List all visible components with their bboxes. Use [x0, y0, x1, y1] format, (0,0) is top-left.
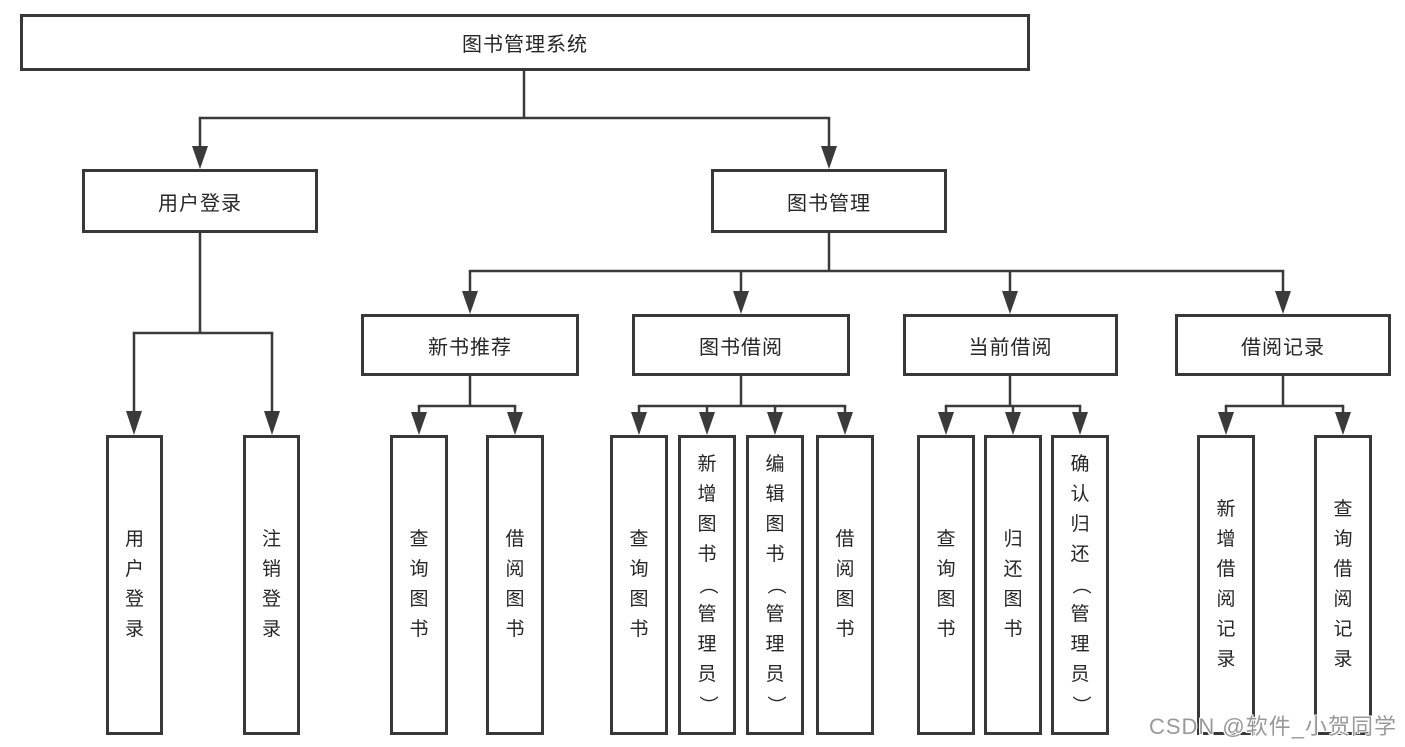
node-leaf-user-login: 用户登录	[106, 435, 163, 735]
connector-bookborrow-to-leaves	[631, 375, 853, 435]
connector-newbooks-to-leaves	[411, 375, 523, 435]
node-book-borrowing: 图书借阅	[632, 314, 850, 376]
node-root-library-system: 图书管理系统	[20, 14, 1030, 71]
node-leaf-logout: 注销登录	[243, 435, 300, 735]
connector-userlogin-to-leaves	[126, 232, 280, 435]
node-new-book-recommend: 新书推荐	[361, 314, 579, 376]
node-leaf-query-borrow-record: 查询借阅记录	[1314, 435, 1372, 735]
node-book-management: 图书管理	[711, 169, 947, 233]
node-leaf-add-book-admin: 新增图书（管理员）	[678, 435, 736, 735]
node-current-borrowing: 当前借阅	[903, 314, 1118, 376]
node-leaf-edit-book-admin: 编辑图书（管理员）	[746, 435, 804, 735]
node-leaf-query-books-3: 查询图书	[917, 435, 975, 735]
node-borrowing-records: 借阅记录	[1175, 314, 1391, 376]
node-leaf-borrow-books-2: 借阅图书	[816, 435, 874, 735]
connector-root-to-level2	[192, 70, 837, 169]
connector-borrowrecords-to-leaves	[1218, 375, 1351, 435]
node-leaf-query-books-1: 查询图书	[390, 435, 448, 735]
connector-bookmgmt-to-level3	[462, 232, 1291, 314]
node-leaf-borrow-books-1: 借阅图书	[486, 435, 544, 735]
node-leaf-add-borrow-record: 新增借阅记录	[1197, 435, 1255, 735]
node-leaf-confirm-return-admin: 确认归还（管理员）	[1051, 435, 1109, 735]
node-leaf-query-books-2: 查询图书	[610, 435, 668, 735]
connector-currentborrow-to-leaves	[938, 375, 1088, 435]
node-user-login: 用户登录	[82, 169, 318, 233]
csdn-watermark: CSDN @软件_小贺同学	[1148, 714, 1397, 739]
node-leaf-return-book: 归还图书	[984, 435, 1042, 735]
